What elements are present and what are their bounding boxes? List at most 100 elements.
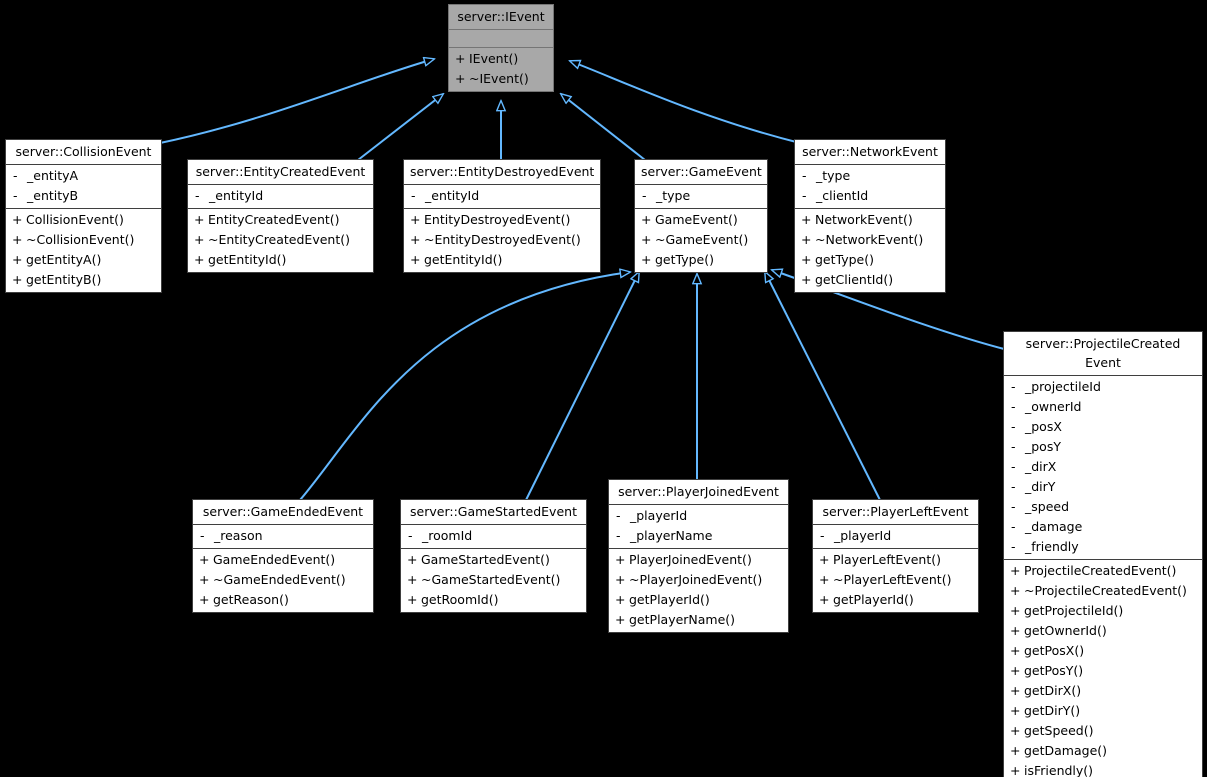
member-label: _reason	[214, 528, 263, 543]
class-member-row: +getDirX()	[1004, 681, 1202, 701]
member-label: _type	[656, 188, 691, 203]
visibility-public: +	[641, 212, 652, 227]
class-member-row: +getEntityA()	[6, 250, 161, 270]
class-title-line1: server::ProjectileCreated	[1025, 336, 1181, 351]
class-node-projectile-created-event[interactable]: server::ProjectileCreated Event -_projec…	[1003, 331, 1203, 777]
class-node-player-left-event[interactable]: server::PlayerLeftEvent -_playerId +Play…	[812, 499, 979, 613]
class-member-row: +getType()	[635, 250, 767, 270]
class-title: server::PlayerLeftEvent	[813, 500, 978, 525]
visibility-public: +	[801, 212, 812, 227]
visibility-public: +	[199, 572, 210, 587]
member-label: IEvent()	[469, 51, 519, 66]
class-member-row: +~IEvent()	[449, 69, 553, 89]
class-title: server::IEvent	[449, 5, 553, 30]
visibility-private: -	[802, 168, 807, 183]
class-member-row: +~NetworkEvent()	[795, 230, 945, 250]
visibility-public: +	[615, 592, 626, 607]
member-label: getDirX()	[1024, 683, 1082, 698]
visibility-private: -	[1011, 459, 1016, 474]
member-label: _dirX	[1025, 459, 1057, 474]
member-label: ~EntityDestroyedEvent()	[424, 232, 581, 247]
visibility-public: +	[410, 232, 421, 247]
class-methods: +PlayerLeftEvent() +~PlayerLeftEvent() +…	[813, 549, 978, 612]
visibility-private: -	[802, 188, 807, 203]
class-attributes	[449, 30, 553, 48]
visibility-public: +	[615, 552, 626, 567]
class-member-row: +getType()	[795, 250, 945, 270]
member-label: getReason()	[213, 592, 289, 607]
class-attributes: -_type -_clientId	[795, 165, 945, 209]
class-member-row: +IEvent()	[449, 49, 553, 69]
visibility-public: +	[407, 592, 418, 607]
class-member-row: -_type	[635, 186, 767, 206]
visibility-private: -	[616, 508, 621, 523]
class-node-player-joined-event[interactable]: server::PlayerJoinedEvent -_playerId -_p…	[608, 479, 789, 633]
class-methods: +GameEvent() +~GameEvent() +getType()	[635, 209, 767, 272]
class-member-row: -_projectileId	[1004, 377, 1202, 397]
class-node-entity-destroyed-event[interactable]: server::EntityDestroyedEvent -_entityId …	[403, 159, 601, 273]
class-title: server::EntityCreatedEvent	[188, 160, 373, 185]
class-member-row: +getClientId()	[795, 270, 945, 290]
class-methods: +GameStartedEvent() +~GameStartedEvent()…	[401, 549, 586, 612]
class-member-row: -_friendly	[1004, 537, 1202, 557]
class-member-row: +getEntityId()	[188, 250, 373, 270]
class-member-row: +getEntityId()	[404, 250, 600, 270]
class-node-game-event[interactable]: server::GameEvent -_type +GameEvent() +~…	[634, 159, 768, 273]
class-member-row: -_dirY	[1004, 477, 1202, 497]
member-label: EntityDestroyedEvent()	[424, 212, 571, 227]
visibility-public: +	[1010, 743, 1021, 758]
class-methods: +PlayerJoinedEvent() +~PlayerJoinedEvent…	[609, 549, 788, 632]
visibility-private: -	[642, 188, 647, 203]
class-member-row: -_roomId	[401, 526, 586, 546]
class-node-game-ended-event[interactable]: server::GameEndedEvent -_reason +GameEnd…	[192, 499, 374, 613]
member-label: PlayerLeftEvent()	[833, 552, 941, 567]
visibility-public: +	[194, 252, 205, 267]
class-attributes: -_roomId	[401, 525, 586, 549]
member-label: NetworkEvent()	[815, 212, 913, 227]
class-member-row: +getReason()	[193, 590, 373, 610]
class-attributes: -_type	[635, 185, 767, 209]
member-label: getEntityA()	[26, 252, 102, 267]
visibility-public: +	[1010, 723, 1021, 738]
class-methods: +EntityCreatedEvent() +~EntityCreatedEve…	[188, 209, 373, 272]
class-member-row: +getOwnerId()	[1004, 621, 1202, 641]
visibility-public: +	[12, 272, 23, 287]
class-methods: +NetworkEvent() +~NetworkEvent() +getTyp…	[795, 209, 945, 292]
class-node-entity-created-event[interactable]: server::EntityCreatedEvent -_entityId +E…	[187, 159, 374, 273]
member-label: getDamage()	[1024, 743, 1108, 758]
edge-gameevent-to-ievent	[561, 94, 646, 161]
member-label: _roomId	[422, 528, 473, 543]
visibility-private: -	[1011, 419, 1016, 434]
class-member-row: +CollisionEvent()	[6, 210, 161, 230]
class-node-ievent[interactable]: server::IEvent +IEvent() +~IEvent()	[448, 4, 554, 92]
class-member-row: +EntityDestroyedEvent()	[404, 210, 600, 230]
class-member-row: +getDamage()	[1004, 741, 1202, 761]
visibility-private: -	[195, 188, 200, 203]
visibility-public: +	[615, 612, 626, 627]
member-label: ~CollisionEvent()	[26, 232, 135, 247]
class-member-row: +~GameEvent()	[635, 230, 767, 250]
visibility-public: +	[1010, 603, 1021, 618]
member-label: getRoomId()	[421, 592, 499, 607]
member-label: ~ProjectileCreatedEvent()	[1024, 583, 1187, 598]
class-node-network-event[interactable]: server::NetworkEvent -_type -_clientId +…	[794, 139, 946, 293]
member-label: CollisionEvent()	[26, 212, 124, 227]
member-label: getClientId()	[815, 272, 894, 287]
member-label: PlayerJoinedEvent()	[629, 552, 752, 567]
member-label: _projectileId	[1025, 379, 1101, 394]
class-title: server::EntityDestroyedEvent	[404, 160, 600, 185]
class-methods: +IEvent() +~IEvent()	[449, 48, 553, 91]
class-member-row: +PlayerLeftEvent()	[813, 550, 978, 570]
visibility-public: +	[455, 51, 466, 66]
visibility-public: +	[407, 572, 418, 587]
class-member-row: -_playerId	[609, 506, 788, 526]
class-member-row: +GameStartedEvent()	[401, 550, 586, 570]
class-node-game-started-event[interactable]: server::GameStartedEvent -_roomId +GameS…	[400, 499, 587, 613]
class-node-collision-event[interactable]: server::CollisionEvent -_entityA -_entit…	[5, 139, 162, 293]
class-member-row: +~GameStartedEvent()	[401, 570, 586, 590]
class-attributes: -_entityId	[188, 185, 373, 209]
member-label: getOwnerId()	[1024, 623, 1107, 638]
class-member-row: -_entityA	[6, 166, 161, 186]
class-member-row: +NetworkEvent()	[795, 210, 945, 230]
class-attributes: -_entityId	[404, 185, 600, 209]
